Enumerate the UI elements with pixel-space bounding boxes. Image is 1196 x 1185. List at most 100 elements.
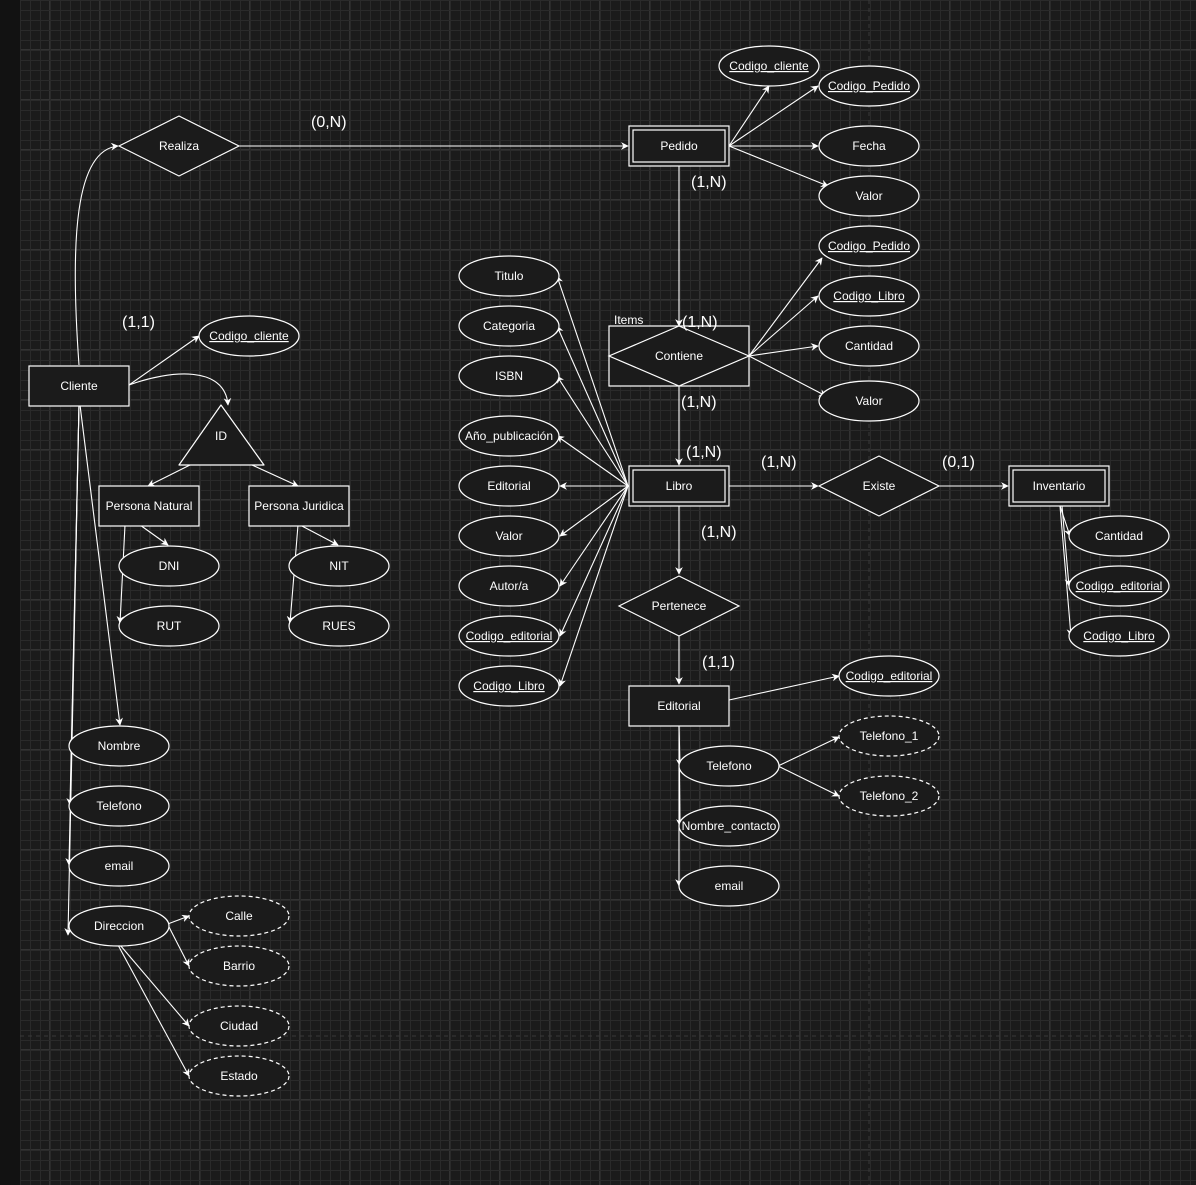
attr-contiene-valor[interactable]: Valor: [818, 380, 920, 422]
edge-libro-valor: [559, 485, 629, 537]
attr-cliente-email[interactable]: email: [68, 845, 170, 887]
svg-text:Codigo_cliente: Codigo_cliente: [729, 59, 809, 73]
attr-editorial-telefono-2[interactable]: Telefono_2: [838, 775, 940, 817]
relationship-realiza[interactable]: Realiza: [117, 115, 241, 177]
edge-id-juridica: [251, 464, 299, 487]
attr-contiene-cantidad[interactable]: Cantidad: [818, 325, 920, 367]
edge-cliente-codigo: [128, 335, 200, 386]
attr-pedido-codigo-cliente[interactable]: Codigo_cliente: [718, 45, 820, 87]
svg-text:Titulo: Titulo: [495, 269, 524, 283]
attr-direccion-calle[interactable]: Calle: [188, 895, 290, 937]
attr-pedido-codigo-pedido[interactable]: Codigo_Pedido: [818, 65, 920, 107]
edge-libro-titulo: [555, 275, 629, 487]
edge-pedido-codpedido: [728, 85, 819, 147]
entity-persona-juridica[interactable]: Persona Juridica: [248, 485, 350, 527]
card-pedido-contiene: (1,N): [691, 174, 727, 191]
attr-editorial-email[interactable]: email: [678, 865, 780, 907]
edge-natural-dni: [139, 524, 169, 546]
attr-cliente-telefono[interactable]: Telefono: [68, 785, 170, 827]
attr-juridica-rues[interactable]: RUES: [288, 605, 390, 647]
attr-contiene-codigo-pedido[interactable]: Codigo_Pedido: [818, 225, 920, 267]
attr-libro-titulo[interactable]: Titulo: [458, 255, 560, 297]
attr-libro-autor[interactable]: Autor/a: [458, 565, 560, 607]
svg-text:Libro: Libro: [666, 479, 693, 493]
attr-direccion-barrio[interactable]: Barrio: [188, 945, 290, 987]
svg-text:Valor: Valor: [855, 189, 882, 203]
svg-text:Cliente: Cliente: [60, 379, 98, 393]
attr-editorial-telefono-1[interactable]: Telefono_1: [838, 715, 940, 757]
svg-text:email: email: [105, 859, 134, 873]
attr-editorial-codigo-editorial[interactable]: Codigo_editorial: [838, 655, 940, 697]
card-libro-pertenece: (1,N): [701, 524, 737, 541]
svg-text:Existe: Existe: [863, 479, 896, 493]
attr-cliente-direccion[interactable]: Direccion: [68, 905, 170, 947]
entity-persona-natural[interactable]: Persona Natural: [98, 485, 200, 527]
svg-text:NIT: NIT: [329, 559, 349, 573]
edge-contiene-cantidad: [748, 343, 819, 357]
attr-editorial-nombre-contacto[interactable]: Nombre_contacto: [678, 805, 780, 847]
svg-text:Inventario: Inventario: [1033, 479, 1086, 493]
svg-text:Realiza: Realiza: [159, 139, 199, 153]
edge-pedido-valor: [728, 145, 829, 187]
edge-juridica-nit: [299, 524, 339, 546]
entity-libro[interactable]: Libro: [628, 465, 730, 507]
edge-cliente-nombre: [79, 404, 123, 726]
attr-inventario-codigo-libro[interactable]: Codigo_Libro: [1068, 615, 1170, 657]
attr-direccion-ciudad[interactable]: Ciudad: [188, 1005, 290, 1047]
card-libro-existe: (1,N): [761, 454, 797, 471]
attr-natural-rut[interactable]: RUT: [118, 605, 220, 647]
svg-text:Ciudad: Ciudad: [220, 1019, 258, 1033]
edge-contiene-codpedido: [748, 257, 823, 357]
svg-text:Codigo_editorial: Codigo_editorial: [846, 669, 933, 683]
items-label: Items: [614, 313, 643, 327]
svg-text:ISBN: ISBN: [495, 369, 523, 383]
edge-cliente-direccion: [64, 404, 80, 936]
attr-libro-categoria[interactable]: Categoria: [458, 305, 560, 347]
attr-libro-codigo-editorial[interactable]: Codigo_editorial: [458, 615, 560, 657]
svg-text:Telefono_2: Telefono_2: [860, 789, 919, 803]
attr-contiene-codigo-libro[interactable]: Codigo_Libro: [818, 275, 920, 317]
svg-text:Telefono: Telefono: [706, 759, 752, 773]
attr-juridica-nit[interactable]: NIT: [288, 545, 390, 587]
relationship-existe[interactable]: Existe: [817, 455, 941, 517]
attr-pedido-fecha[interactable]: Fecha: [818, 125, 920, 167]
entity-inventario[interactable]: Inventario: [1008, 465, 1110, 507]
svg-text:Cantidad: Cantidad: [845, 339, 893, 353]
cardinalities: (0,N) (1,1) (1,N) (1,N) (1,N) (1,N) (1,N…: [122, 114, 975, 671]
edge-libro-anio: [556, 435, 629, 487]
svg-text:Año_publicación: Año_publicación: [465, 429, 553, 443]
relationship-pertenece[interactable]: Pertenece: [617, 575, 741, 637]
svg-text:Pertenece: Pertenece: [652, 599, 707, 613]
card-realiza-pedido: (0,N): [311, 114, 347, 131]
attr-libro-isbn[interactable]: ISBN: [458, 355, 560, 397]
card-libro-top: (1,N): [686, 444, 722, 461]
entity-pedido[interactable]: Pedido: [628, 125, 730, 167]
attr-direccion-estado[interactable]: Estado: [188, 1055, 290, 1097]
attr-inventario-codigo-editorial[interactable]: Codigo_editorial: [1068, 565, 1170, 607]
attr-cliente-nombre[interactable]: Nombre: [68, 725, 170, 767]
attr-inventario-cantidad[interactable]: Cantidad: [1068, 515, 1170, 557]
card-existe-inventario: (0,1): [942, 454, 975, 471]
attr-libro-anio-publicacion[interactable]: Año_publicación: [458, 415, 560, 457]
attr-natural-dni[interactable]: DNI: [118, 545, 220, 587]
specialization-id[interactable]: ID: [178, 404, 265, 466]
attr-libro-valor[interactable]: Valor: [458, 515, 560, 557]
relationship-contiene[interactable]: Contiene: [607, 325, 751, 387]
svg-text:Categoria: Categoria: [483, 319, 535, 333]
attr-libro-codigo-libro[interactable]: Codigo_Libro: [458, 665, 560, 707]
card-pertenece-editorial: (1,1): [702, 654, 735, 671]
attr-cliente-codigo-cliente[interactable]: Codigo_cliente: [198, 315, 300, 357]
entity-editorial[interactable]: Editorial: [628, 685, 730, 727]
svg-text:DNI: DNI: [159, 559, 180, 573]
attr-libro-editorial[interactable]: Editorial: [458, 465, 560, 507]
attr-editorial-telefono[interactable]: Telefono: [678, 745, 780, 787]
entity-cliente[interactable]: Cliente: [28, 365, 130, 407]
edge-cliente-realiza: [74, 142, 119, 366]
svg-text:Fecha: Fecha: [852, 139, 886, 153]
svg-text:Codigo_editorial: Codigo_editorial: [466, 629, 553, 643]
attr-pedido-valor[interactable]: Valor: [818, 175, 920, 217]
svg-text:Telefono: Telefono: [96, 799, 142, 813]
edges: [64, 85, 1075, 1077]
svg-text:Valor: Valor: [495, 529, 522, 543]
